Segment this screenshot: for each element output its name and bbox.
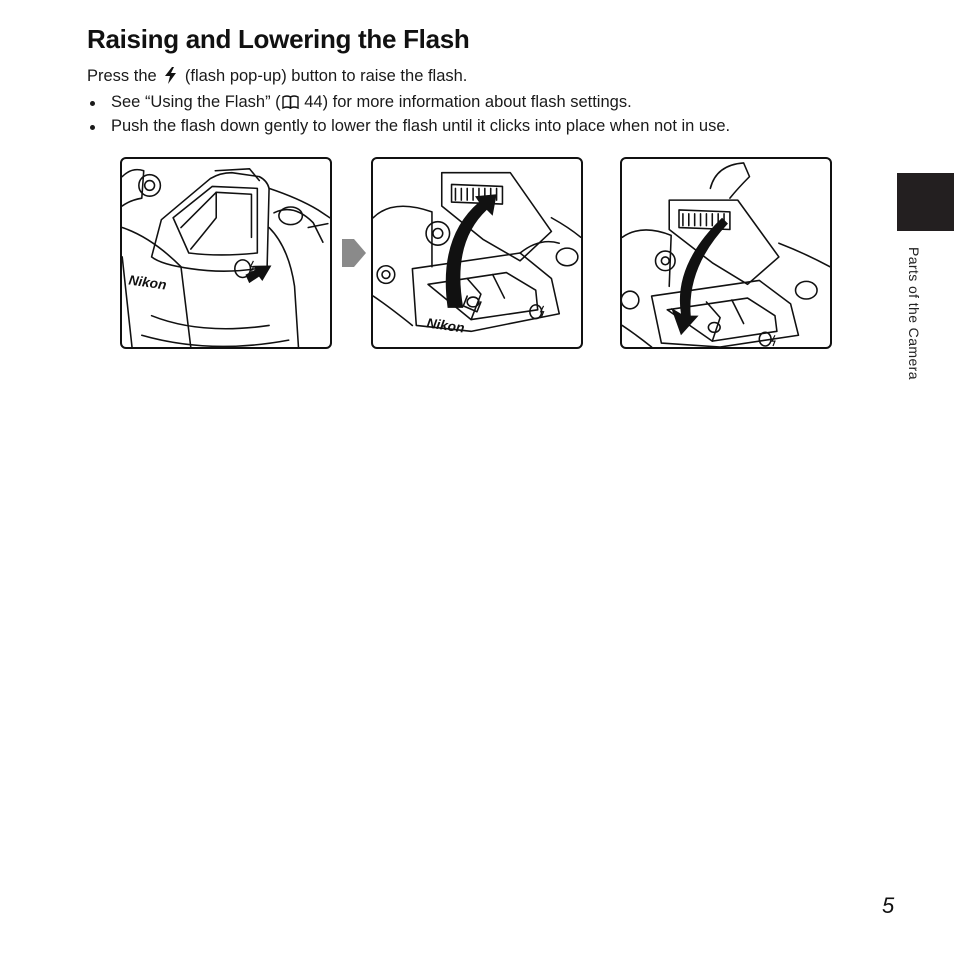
camera-illustration: Nikon [373, 171, 581, 336]
press-arrow-icon [245, 265, 272, 284]
flash-icon [165, 67, 177, 84]
flash-mark-icon [539, 305, 545, 317]
bullet-item: See “Using the Flash” ( 44) for more inf… [87, 90, 730, 114]
chapter-label: Parts of the Camera [906, 247, 922, 380]
flash-mark-icon [771, 334, 776, 347]
figure-flash-raised: Nikon [371, 157, 583, 349]
page-number: 5 [882, 893, 895, 918]
camera-illustration: Nikon [122, 168, 330, 347]
flash-mark-icon [249, 260, 255, 272]
raise-arrow-icon [445, 194, 497, 308]
camera-illustration [622, 162, 830, 347]
intro-suffix: (flash pop-up) button to raise the flash… [184, 67, 468, 85]
figure-flash-lowered [620, 157, 832, 349]
bullet-before: See “Using the Flash” ( [111, 93, 281, 111]
bullet-after: 44) for more information about flash set… [299, 93, 632, 111]
page-title: Raising and Lowering the Flash [87, 24, 470, 54]
figure-press-button: Nikon [120, 157, 332, 349]
bullet-item: Push the flash down gently to lower the … [87, 114, 730, 138]
brand-logo: Nikon [128, 272, 168, 292]
brand-logo: Nikon [426, 316, 466, 336]
step-arrow-icon [342, 239, 366, 267]
book-reference-icon [281, 95, 299, 109]
chapter-tab [897, 173, 954, 231]
bullet-list: See “Using the Flash” ( 44) for more inf… [87, 90, 730, 138]
intro-text: Press the (flash pop-up) button to raise… [87, 65, 467, 87]
lower-arrow-icon [671, 217, 728, 336]
intro-prefix: Press the [87, 67, 157, 85]
